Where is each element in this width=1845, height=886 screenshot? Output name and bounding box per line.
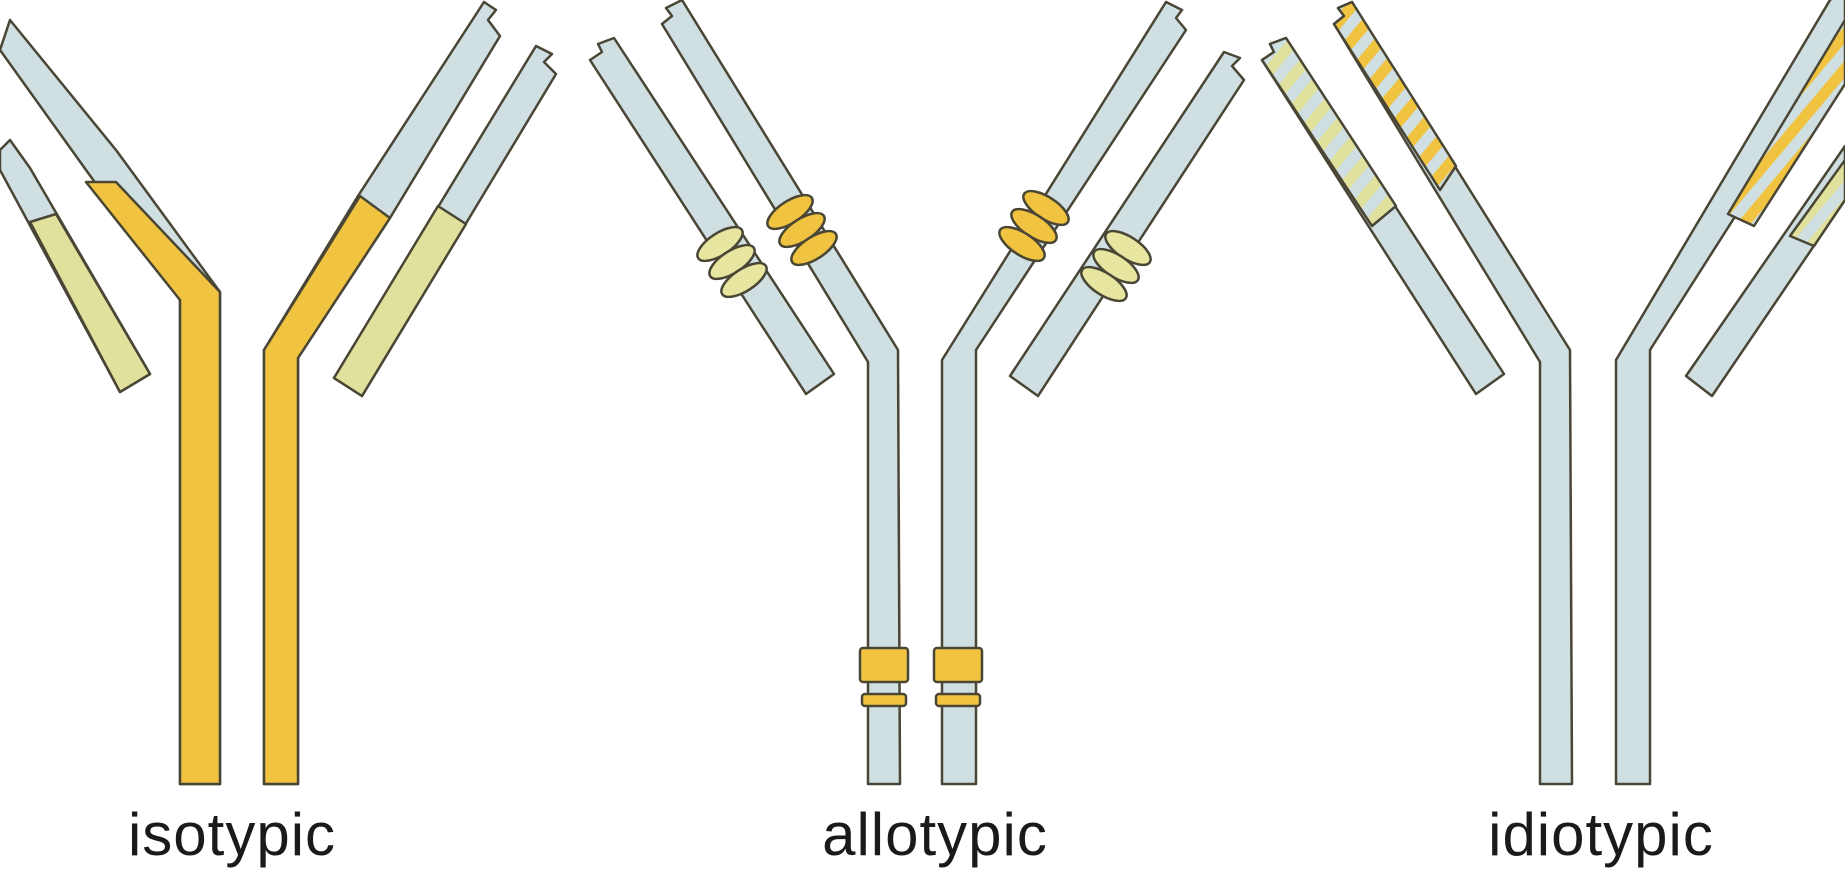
idiotypic-antibody bbox=[1262, 0, 1845, 784]
isotypic-heavy-constant-left bbox=[86, 182, 220, 784]
idiotypic-label: idiotypic bbox=[1488, 805, 1714, 865]
allotype-fc-marker-left bbox=[860, 648, 908, 706]
idiotypic-heavy-chain-left bbox=[1334, 2, 1572, 784]
idiotype-light-variable-right bbox=[1790, 160, 1845, 246]
isotypic-label: isotypic bbox=[128, 805, 336, 865]
allotypic-antibody bbox=[590, 0, 1244, 784]
isotypic-antibody bbox=[0, 2, 556, 784]
allotype-fc-marker-right bbox=[934, 648, 982, 706]
isotypic-heavy-chain-right bbox=[264, 2, 500, 784]
isotypic-heavy-constant-right bbox=[264, 196, 390, 784]
allotypic-label: allotypic bbox=[822, 805, 1048, 865]
